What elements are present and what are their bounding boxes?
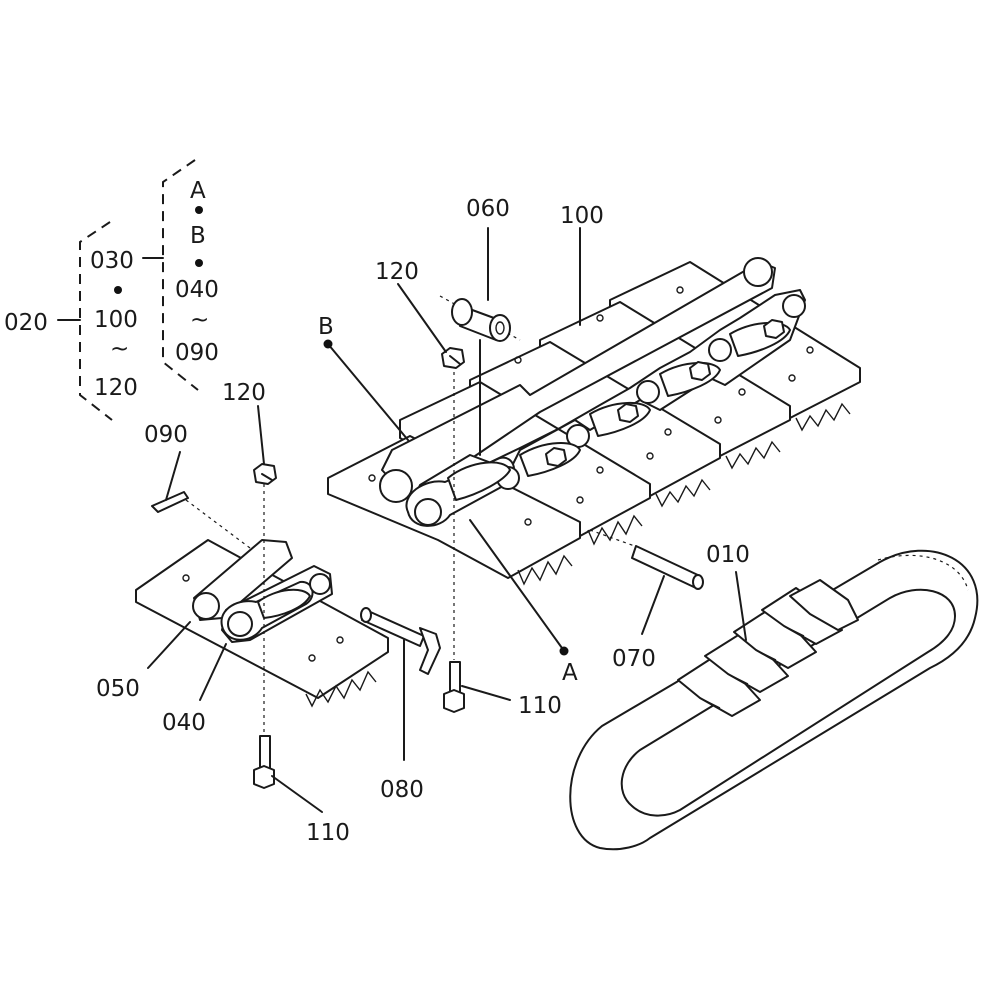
bolt-110-left	[253, 484, 275, 789]
label-a-chain: A	[562, 660, 578, 686]
label-060: 060	[466, 196, 510, 222]
label-020: 020	[4, 310, 48, 336]
callout-labels: 060 100 120 B 120 090 050 040 080 110 11…	[96, 196, 750, 846]
label-a-group: A	[190, 178, 206, 204]
label-040: 040	[162, 710, 206, 736]
pin-070	[589, 529, 704, 590]
label-100: 100	[560, 203, 604, 229]
bushing-060	[439, 295, 521, 342]
nut-120-left	[253, 463, 277, 485]
tilde-a: ~	[110, 336, 129, 362]
label-100-group: 100	[94, 307, 138, 333]
group-legend: 020 030 100 ~ 120 A B 040 ~ 090	[4, 159, 219, 421]
track-chain-assembly	[327, 257, 861, 586]
label-040-group: 040	[175, 277, 219, 303]
tilde-b: ~	[190, 307, 209, 333]
label-080: 080	[380, 777, 424, 803]
bolt-110-right	[443, 372, 465, 713]
label-120-group: 120	[94, 375, 138, 401]
label-b-group: B	[190, 223, 206, 249]
chain-links-inner	[405, 289, 806, 527]
master-pin-080	[360, 607, 441, 675]
label-110-left: 110	[306, 820, 350, 846]
label-120-top: 120	[375, 259, 419, 285]
label-070: 070	[612, 646, 656, 672]
label-120-left: 120	[222, 380, 266, 406]
cotter-pin-090	[151, 491, 251, 549]
rubber-track-010	[569, 549, 979, 851]
label-030: 030	[90, 248, 134, 274]
label-050: 050	[96, 676, 140, 702]
leader-lines	[147, 227, 747, 813]
label-090-group: 090	[175, 340, 219, 366]
nut-120-top	[441, 347, 465, 369]
label-110-right: 110	[518, 693, 562, 719]
label-010: 010	[706, 542, 750, 568]
label-b-chain: B	[318, 314, 334, 340]
label-090: 090	[144, 422, 188, 448]
single-shoe-link-assembly	[135, 539, 389, 708]
